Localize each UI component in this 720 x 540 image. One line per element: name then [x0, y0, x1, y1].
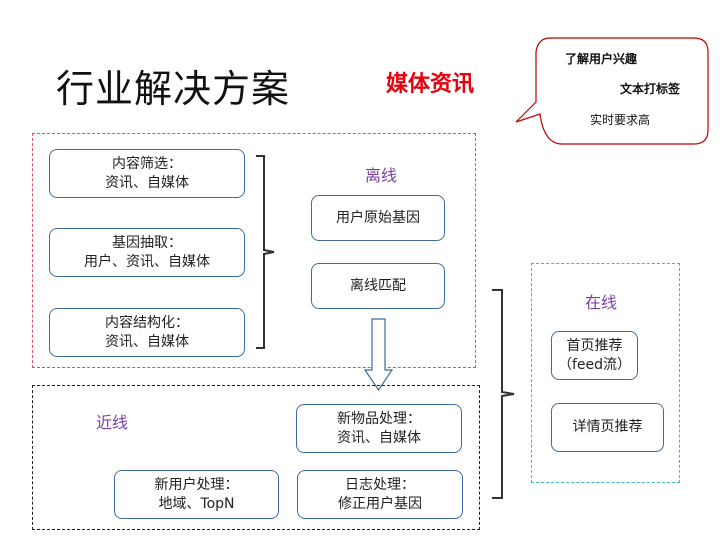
offline-matching-label: 离线匹配 [350, 277, 406, 294]
user-original-gene-box: 用户原始基因 [311, 195, 445, 241]
log-processing-detail: 修正用户基因 [338, 495, 422, 512]
gene-extraction-title: 基因抽取： [112, 234, 182, 251]
detail-page-recommendation-label: 详情页推荐 [572, 419, 643, 436]
offline-label: 离线 [365, 166, 398, 185]
detail-page-recommendation-box: 详情页推荐 [551, 403, 664, 452]
homepage-recommendation-box: 首页推荐 （feed流） [551, 331, 638, 380]
page-subtitle: 媒体资讯 [386, 72, 475, 97]
online-region [531, 263, 680, 483]
homepage-recommendation-detail: （feed流） [557, 356, 632, 373]
online-label: 在线 [585, 293, 618, 312]
new-item-processing-box: 新物品处理： 资讯、自媒体 [296, 404, 462, 453]
content-filter-title: 内容筛选： [112, 155, 182, 172]
callout-line-2: 文本打标签 [620, 82, 681, 96]
new-item-processing-detail: 资讯、自媒体 [337, 429, 421, 446]
new-item-processing-title: 新物品处理： [337, 410, 421, 427]
page-title: 行业解决方案 [56, 67, 291, 111]
offline-bracket [256, 155, 275, 349]
new-user-processing-detail: 地域、TopN [158, 495, 235, 512]
nearline-region [32, 385, 480, 530]
content-structuring-title: 内容结构化： [105, 314, 189, 331]
log-processing-title: 日志处理： [345, 476, 415, 493]
online-bracket [492, 289, 515, 499]
offline-matching-box: 离线匹配 [311, 263, 445, 309]
content-structuring-detail: 资讯、自媒体 [105, 333, 189, 350]
log-processing-box: 日志处理： 修正用户基因 [297, 470, 463, 519]
homepage-recommendation-title: 首页推荐 [566, 337, 623, 354]
nearline-label: 近线 [96, 413, 129, 432]
gene-extraction-box: 基因抽取： 用户、资讯、自媒体 [49, 228, 245, 277]
user-original-gene-label: 用户原始基因 [336, 209, 420, 226]
callout-bubble [515, 37, 709, 145]
content-structuring-box: 内容结构化： 资讯、自媒体 [49, 308, 245, 357]
content-filter-detail: 资讯、自媒体 [105, 174, 189, 191]
gene-extraction-detail: 用户、资讯、自媒体 [84, 253, 210, 270]
callout-line-1: 了解用户兴趣 [565, 52, 638, 66]
new-user-processing-box: 新用户处理： 地域、TopN [114, 470, 279, 519]
new-user-processing-title: 新用户处理： [154, 476, 239, 493]
offline-region [32, 133, 476, 368]
callout-line-3: 实时要求高 [590, 113, 651, 127]
content-filter-box: 内容筛选： 资讯、自媒体 [49, 149, 245, 198]
down-arrow-icon [364, 318, 394, 392]
